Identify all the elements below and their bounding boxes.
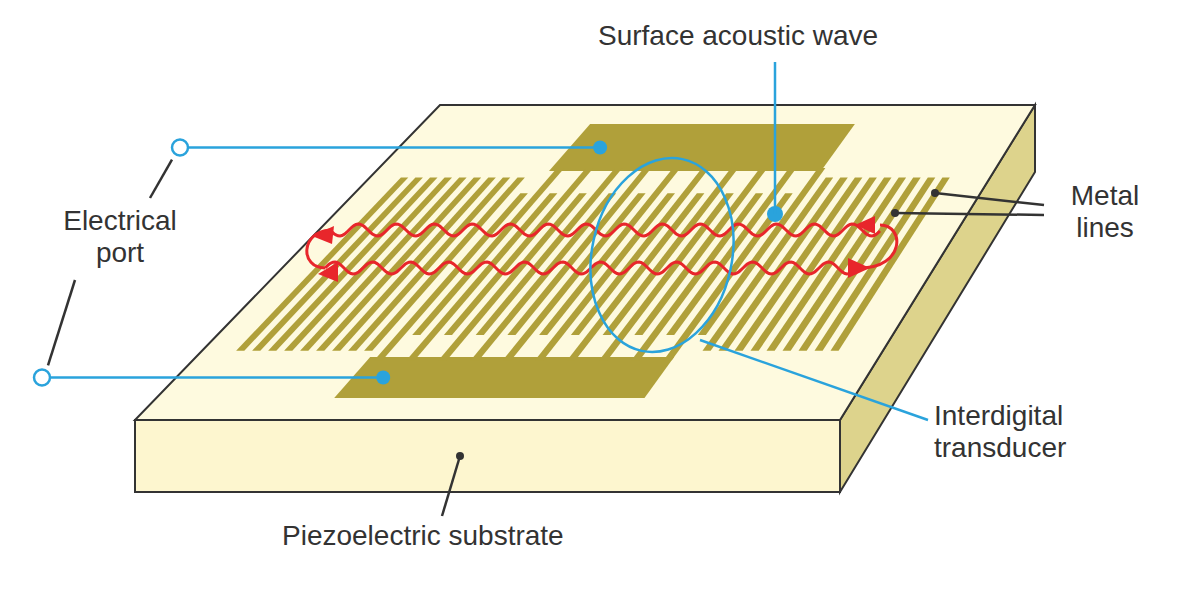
substrate-top-face bbox=[135, 105, 1035, 420]
arrowhead bbox=[855, 216, 875, 234]
leader-line bbox=[895, 213, 1044, 215]
port-terminal bbox=[34, 369, 50, 385]
bottom-bus-bar bbox=[334, 357, 674, 398]
substrate-front-face bbox=[135, 420, 840, 492]
leader-line bbox=[700, 340, 928, 420]
arrowhead bbox=[312, 226, 334, 244]
leader-line bbox=[150, 160, 172, 198]
leader-line bbox=[48, 280, 75, 365]
idt-finger bbox=[698, 168, 826, 335]
part-label: Surface acoustic wave bbox=[598, 20, 958, 52]
part-label: Interdigital transducer bbox=[934, 400, 1134, 464]
reflector-line bbox=[799, 177, 921, 350]
port-wire bbox=[188, 146, 600, 149]
wave-line bbox=[330, 224, 880, 236]
leader-lines bbox=[34, 62, 1044, 516]
part-label: Metal lines bbox=[1050, 180, 1160, 244]
leader-line bbox=[935, 193, 1044, 205]
leader-line bbox=[774, 62, 777, 214]
idt-finger bbox=[439, 193, 587, 360]
idt-finger bbox=[406, 193, 557, 360]
wave-loop bbox=[860, 225, 897, 268]
idt-finger bbox=[374, 193, 528, 360]
part-label: Electrical port bbox=[40, 205, 200, 269]
part-label: Piezoelectric substrate bbox=[282, 520, 642, 552]
idt-finger bbox=[666, 168, 796, 335]
metal-pattern bbox=[236, 124, 950, 398]
transducer-ellipse bbox=[573, 145, 751, 366]
leader-line bbox=[442, 456, 460, 516]
reflector-line bbox=[831, 177, 950, 350]
arrowhead bbox=[848, 258, 870, 278]
wave-line bbox=[325, 262, 859, 274]
port-terminal bbox=[172, 140, 188, 156]
port-wire bbox=[50, 376, 383, 379]
surface-acoustic-wave bbox=[307, 216, 897, 282]
arrowhead bbox=[318, 262, 338, 282]
